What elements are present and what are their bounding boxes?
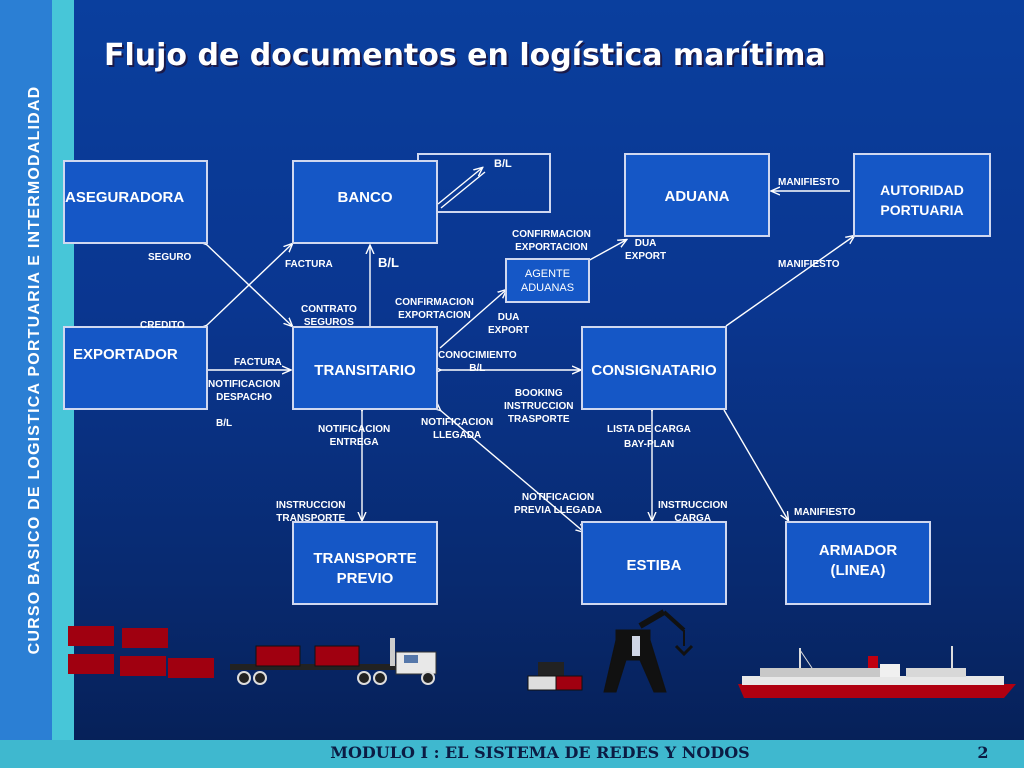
footer-band xyxy=(0,740,1024,768)
label-bay-plan: BAY-PLAN xyxy=(624,439,675,450)
label-seguro: SEGURO xyxy=(148,252,192,263)
node-autoridad-line1: AUTORIDAD xyxy=(880,182,964,198)
label-contrato-line2: SEGUROS xyxy=(303,317,354,328)
label-dua-2: DUA EXPORT xyxy=(488,311,529,337)
node-aseguradora: ASEGURADORA xyxy=(63,160,208,244)
node-estiba-label: ESTIBA xyxy=(626,557,682,574)
node-exportador-label: EXPORTADOR xyxy=(73,346,178,363)
node-banco-label: BANCO xyxy=(337,189,393,206)
label-factura-1: FACTURA xyxy=(285,259,333,270)
label-notificacion-despacho: NOTIFICACION DESPACHO xyxy=(208,378,280,404)
label-bl-banco: B/L xyxy=(378,255,399,270)
label-instr-transporte-line2: TRANSPORTE xyxy=(276,513,346,524)
label-instr-carga-line1: INSTRUCCION xyxy=(658,500,728,511)
label-confirmacion-1-line1: CONFIRMACION xyxy=(512,229,591,240)
label-bl-top: B/L xyxy=(494,158,512,170)
arrow-exportador-banco xyxy=(206,244,292,326)
label-conocimiento-line1: CONOCIMIENTO xyxy=(438,350,517,361)
label-confirmacion-1-line2: EXPORTACION xyxy=(515,242,588,253)
node-banco: BANCO xyxy=(292,160,438,244)
truck-icon xyxy=(230,638,437,685)
node-autoridad-portuaria: AUTORIDAD PORTUARIA xyxy=(853,153,991,237)
node-agente-line2: ADUANAS xyxy=(520,281,575,294)
label-booking-line1: BOOKING xyxy=(514,388,563,399)
arrow-consignatario-armador xyxy=(723,409,788,520)
label-factura-2: FACTURA xyxy=(234,357,282,368)
node-agente-aduanas: AGENTE ADUANAS xyxy=(505,258,590,303)
arrow-consignatario-autoridad xyxy=(725,236,854,327)
footer-module-title: MODULO I : EL SISTEMA DE REDES Y NODOS xyxy=(330,743,750,762)
node-aduana-label: ADUANA xyxy=(664,188,730,205)
node-armador: ARMADOR (LINEA) xyxy=(785,521,931,605)
label-contrato-line1: CONTRATO xyxy=(301,304,357,315)
label-booking-line3: TRASPORTE xyxy=(507,414,570,425)
label-conocimiento-line2: B/L xyxy=(469,363,486,374)
label-instruccion-carga: INSTRUCCION CARGA xyxy=(658,499,727,525)
label-booking: BOOKING INSTRUCCION TRASPORTE xyxy=(504,387,573,426)
label-dua-1-line1: DUA xyxy=(634,238,657,249)
slide-title: Flujo de documentos en logística marítim… xyxy=(104,38,826,73)
arrow-banco-bl-1 xyxy=(437,168,482,205)
label-confirmacion-2-line1: CONFIRMACION xyxy=(395,297,474,308)
label-entrega-line1: NOTIFICACION xyxy=(318,424,391,435)
crane-icon xyxy=(603,609,694,693)
sidebar-band xyxy=(0,0,74,740)
label-confirmacion-1: CONFIRMACION EXPORTACION xyxy=(512,228,591,254)
node-aseguradora-label: ASEGURADORA xyxy=(65,189,185,206)
label-booking-line2: INSTRUCCION xyxy=(504,401,574,412)
label-dua-1: DUA EXPORT xyxy=(625,237,666,263)
node-transporte-previo: TRANSPORTE PREVIO xyxy=(292,521,438,605)
label-lista-carga: LISTA DE CARGA xyxy=(607,424,691,435)
node-autoridad-line2: PORTUARIA xyxy=(880,202,964,218)
label-notificacion-llegada: NOTIFICACION LLEGADA xyxy=(421,416,493,442)
label-instr-carga-line2: CARGA xyxy=(674,513,712,524)
node-aduana: ADUANA xyxy=(624,153,770,237)
label-llegada-line1: NOTIFICACION xyxy=(421,417,494,428)
label-despacho-line1: NOTIFICACION xyxy=(208,379,281,390)
label-conocimiento: CONOCIMIENTO B/L xyxy=(438,349,517,375)
container-stack-icon xyxy=(68,626,214,678)
arrow-banco-bl-2 xyxy=(440,171,486,209)
arrow-transitario-agente xyxy=(439,290,506,349)
label-contrato-seguros: CONTRATO SEGUROS xyxy=(301,303,357,329)
node-transitario-label: TRANSITARIO xyxy=(314,362,416,379)
label-dua-1-line2: EXPORT xyxy=(625,251,667,262)
label-manifiesto-right: MANIFIESTO xyxy=(778,259,840,270)
label-instruccion-transporte: INSTRUCCION TRANSPORTE xyxy=(276,499,345,525)
small-container-icon xyxy=(527,662,583,691)
arrow-transitario-estiba xyxy=(440,410,584,532)
label-bl-exportador: B/L xyxy=(216,418,233,429)
label-manifiesto-bottom: MANIFIESTO xyxy=(794,507,856,518)
node-consignatario: CONSIGNATARIO xyxy=(581,326,727,410)
ship-icon xyxy=(738,646,1016,698)
arrow-agente-aduana xyxy=(586,240,626,262)
label-dua-2-line1: DUA xyxy=(497,312,520,323)
node-transporte-line2: PREVIO xyxy=(336,570,394,587)
label-credito: CREDITO xyxy=(140,320,185,331)
node-transporte-line1: TRANSPORTE xyxy=(313,550,417,567)
page-number: 2 xyxy=(977,743,989,762)
label-notificacion-previa: NOTIFICACION PREVIA LLEGADA xyxy=(514,491,602,517)
label-confirmacion-2: CONFIRMACION EXPORTACION xyxy=(395,296,474,322)
label-dua-2-line2: EXPORT xyxy=(488,325,530,336)
label-entrega-line2: ENTREGA xyxy=(329,437,379,448)
label-confirmacion-2-line2: EXPORTACION xyxy=(398,310,471,321)
label-despacho-line2: DESPACHO xyxy=(216,392,273,403)
label-llegada-line2: LLEGADA xyxy=(432,430,482,441)
node-armador-line1: ARMADOR xyxy=(818,542,898,559)
label-manifiesto-top: MANIFIESTO xyxy=(778,177,840,188)
node-transitario: TRANSITARIO xyxy=(292,326,438,410)
label-previa-line1: NOTIFICACION xyxy=(521,492,595,503)
label-instr-transporte-line1: INSTRUCCION xyxy=(276,500,346,511)
node-exportador: EXPORTADOR xyxy=(63,326,208,410)
node-estiba: ESTIBA xyxy=(581,521,727,605)
node-armador-line2: (LINEA) xyxy=(830,562,886,579)
label-notificacion-entrega: NOTIFICACION ENTREGA xyxy=(318,423,390,449)
label-previa-line2: PREVIA LLEGADA xyxy=(514,505,602,516)
node-agente-line1: AGENTE xyxy=(524,267,571,280)
node-consignatario-label: CONSIGNATARIO xyxy=(591,362,717,379)
